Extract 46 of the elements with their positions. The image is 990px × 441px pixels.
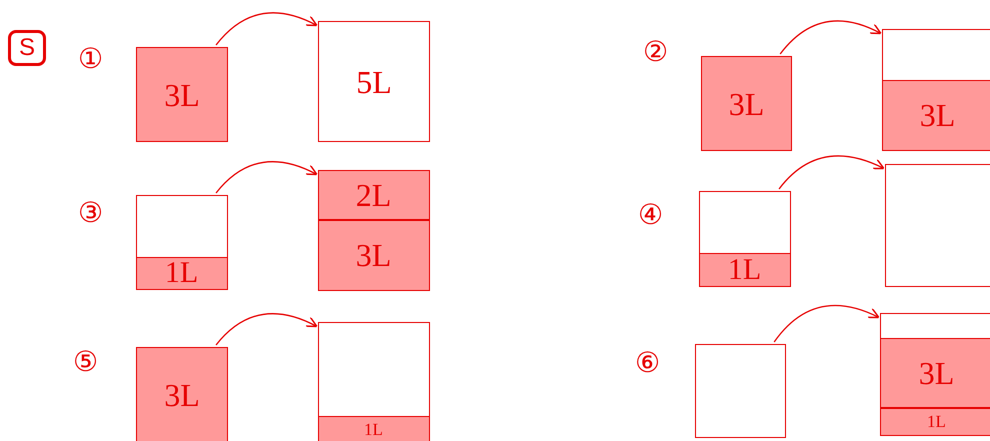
volume-label: 1L: [728, 254, 762, 284]
liquid-fill: [882, 80, 990, 150]
letter-badge: [8, 30, 46, 66]
container-box: [318, 322, 430, 441]
curved-arrow: [216, 161, 318, 194]
liquid-fill: [698, 252, 790, 286]
volume-label: S: [18, 36, 35, 60]
curved-arrow: [780, 20, 882, 54]
liquid-fill: [318, 220, 430, 290]
liquid-fill: [880, 408, 990, 436]
container-box: [880, 313, 990, 436]
liquid-fill: [136, 347, 228, 441]
liquid-fill: [136, 256, 228, 290]
step-number: ④: [638, 201, 663, 229]
step-number: ③: [78, 199, 103, 227]
volume-label: 3L: [164, 379, 200, 411]
container-box: [695, 344, 786, 438]
liquid-fill: [880, 338, 990, 408]
curved-arrow: [774, 304, 880, 342]
liquid-fill: [701, 56, 792, 151]
container-box: [699, 191, 791, 287]
step-number: ⑤: [73, 348, 98, 376]
container-box: [318, 21, 430, 142]
volume-label: 1L: [364, 420, 383, 438]
step-number: ①: [78, 45, 103, 73]
container-box: [136, 195, 228, 290]
step-number: ②: [643, 38, 668, 66]
liquid-fill: [318, 170, 430, 220]
volume-label: 1L: [927, 413, 946, 430]
volume-label: 3L: [356, 239, 392, 271]
volume-label: 1L: [164, 258, 198, 288]
curved-arrow: [778, 155, 885, 190]
volume-label: 3L: [164, 78, 200, 110]
volume-label: 3L: [728, 88, 764, 120]
volume-label: 2L: [356, 178, 392, 210]
container-box: [885, 164, 990, 287]
step-number: ⑥: [635, 349, 660, 377]
liquid-fill: [318, 416, 430, 441]
container-box: [882, 29, 990, 151]
curved-arrow: [216, 12, 318, 46]
container-box: [318, 170, 430, 291]
volume-label: 3L: [918, 356, 954, 388]
volume-label: 5L: [356, 66, 392, 98]
curved-arrow: [216, 313, 318, 346]
volume-label: 3L: [920, 99, 956, 131]
liquid-fill: [136, 47, 228, 142]
